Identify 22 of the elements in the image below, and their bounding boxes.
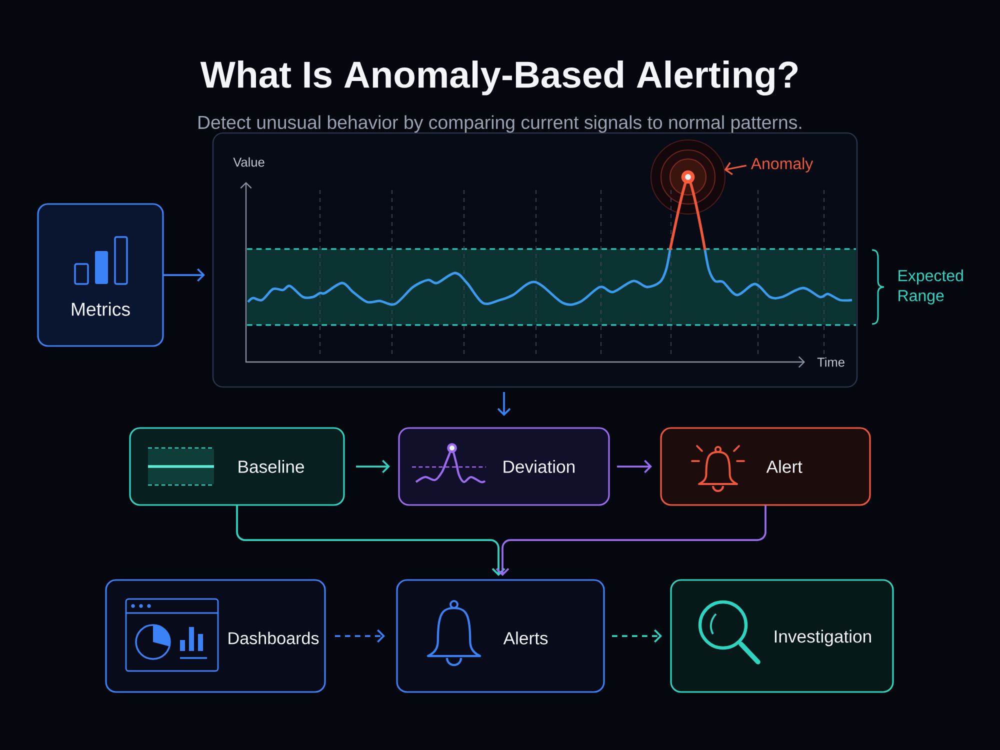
process-box: Alert xyxy=(660,427,871,506)
process-box: Metrics xyxy=(37,203,164,347)
process-box: Investigation xyxy=(670,579,894,693)
arrow xyxy=(236,505,506,576)
leader-arrow xyxy=(724,162,746,176)
arrow xyxy=(163,268,205,282)
axis-label: Time xyxy=(817,357,844,367)
pulse-rings xyxy=(650,139,726,215)
arrow xyxy=(496,505,766,576)
arrow xyxy=(497,392,511,416)
range-label: Expected Range xyxy=(898,270,963,304)
dashed-arrow xyxy=(612,629,662,643)
process-box: Dashboards xyxy=(105,579,326,693)
title: What Is Anomaly-Based Alerting? xyxy=(200,60,798,96)
dashed-arrow xyxy=(335,629,385,643)
arrow xyxy=(617,460,652,474)
process-box: Alerts xyxy=(396,579,605,693)
arrow xyxy=(356,460,390,474)
axis-label: Value xyxy=(233,157,264,167)
subtitle: Detect unusual behavior by comparing current signals to normal patterns. xyxy=(198,115,802,133)
process-box: Deviation xyxy=(398,427,610,506)
callout-label: Anomaly xyxy=(750,158,814,172)
